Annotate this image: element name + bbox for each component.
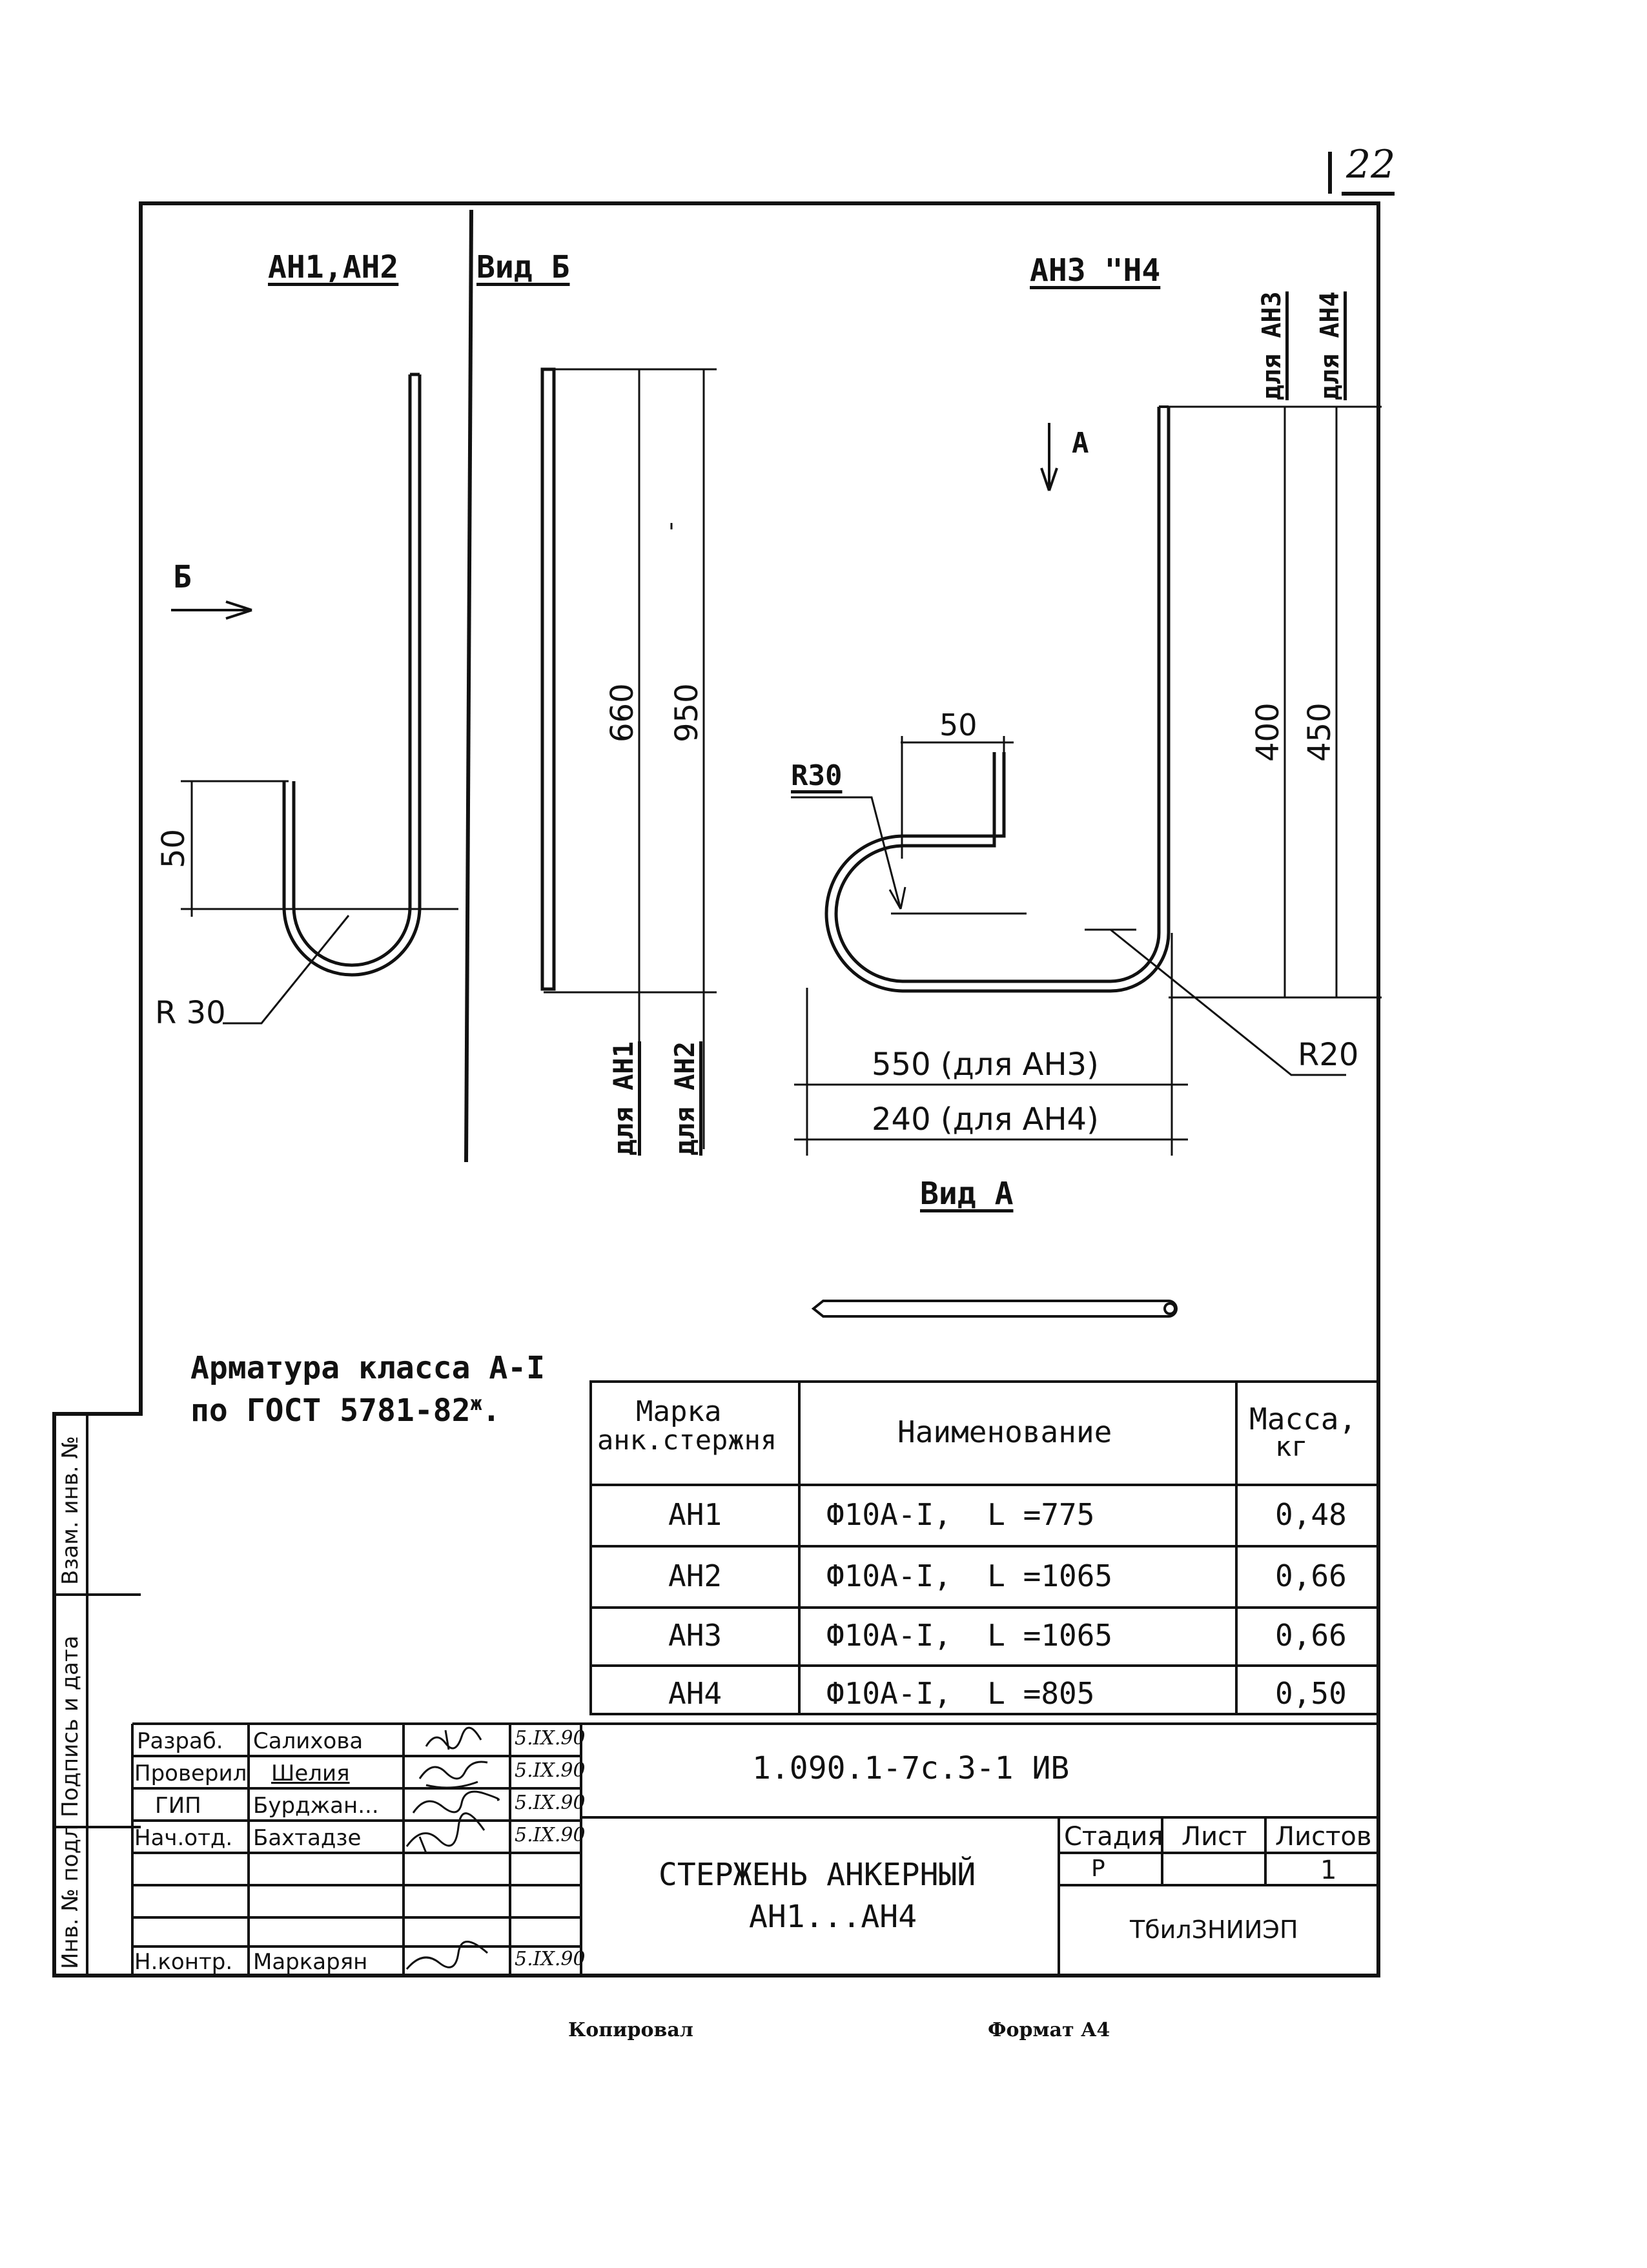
tb-role-5: Н.контр. — [134, 1949, 233, 1975]
row-3-mark: АН3 — [668, 1618, 722, 1653]
tb-date-3: 5.IX.90 — [515, 1792, 586, 1814]
tb-date-2: 5.IX.90 — [515, 1759, 586, 1782]
note-tail: . — [482, 1393, 501, 1429]
row-2-name: Ф10А-I, L =1065 — [826, 1558, 1113, 1593]
tb-sheet-label: Лист — [1182, 1822, 1247, 1852]
tb-name-1: Салихова — [253, 1728, 363, 1754]
tb-date-1: 5.IX.90 — [515, 1727, 586, 1750]
tb-date-5: 5.IX.90 — [515, 1948, 586, 1970]
dim-for-an2: для АН2 — [669, 1041, 701, 1156]
note-gost: по ГОСТ 5781-82 — [190, 1393, 471, 1429]
arrow-b-label: Б — [173, 559, 192, 595]
tb-stage-value: Р — [1091, 1855, 1105, 1882]
view-title-an1-an2: АН1,АН2 — [268, 249, 399, 285]
dim-550: 550 (для АН3) — [872, 1047, 1099, 1083]
dim-for-an1: для АН1 — [608, 1041, 639, 1156]
dim-50-left: 50 — [156, 828, 192, 868]
side-stamp-field-2: Подпись и дата — [57, 1635, 83, 1817]
dim-450: 450 — [1302, 702, 1338, 762]
header-name: Наименование — [897, 1415, 1112, 1449]
side-stamp-field-3: Инв. № подл — [57, 1824, 83, 1969]
side-stamp-field-1: Взам. инв. № — [57, 1436, 83, 1585]
arrow-a-label: А — [1072, 427, 1089, 460]
tb-organization: ТбилЗНИИЭП — [1130, 1916, 1298, 1944]
dim-for-an4: для АН4 — [1315, 291, 1345, 400]
dim-r30-left: R 30 — [155, 995, 226, 1031]
note-sup: ж — [470, 1393, 482, 1415]
dim-for-an3: для АН3 — [1257, 291, 1287, 400]
view-title-a: Вид А — [920, 1176, 1014, 1212]
row-3-name: Ф10А-I, L =1065 — [826, 1618, 1113, 1653]
rebar-an1-an2 — [282, 373, 422, 977]
row-2-mark: АН2 — [668, 1558, 722, 1593]
dim-400: 400 — [1250, 702, 1286, 762]
tb-role-4: Нач.отд. — [134, 1825, 233, 1851]
dim-50-right: 50 — [939, 708, 977, 742]
tb-name-5: Маркарян — [253, 1949, 368, 1975]
tb-title-line-1: СТЕРЖЕНЬ АНКЕРНЫЙ — [659, 1857, 976, 1893]
rebar-view-b — [540, 367, 556, 991]
rebar-an3-an4 — [824, 405, 1171, 993]
tb-designation: 1.090.1-7с.3-1 ИВ — [752, 1750, 1070, 1786]
row-3-mass: 0,66 — [1275, 1618, 1347, 1653]
tb-name-4: Бахтадзе — [253, 1825, 362, 1851]
footer-copied: Копировал — [568, 2019, 693, 2041]
tb-name-3: Бурджан... — [253, 1793, 379, 1819]
side-stamp-grid — [54, 1414, 141, 1976]
tb-role-1: Разраб. — [137, 1728, 223, 1754]
row-1-mass: 0,48 — [1275, 1497, 1347, 1532]
view-title-an3-an4: АН3 "Н4 — [1030, 252, 1161, 289]
row-4-name: Ф10А-I, L =805 — [826, 1676, 1095, 1711]
rebar-view-a — [811, 1300, 1178, 1318]
row-1-mark: АН1 — [668, 1497, 722, 1532]
view-title-b: Вид Б — [476, 249, 570, 285]
tb-title-line-2: АН1...АН4 — [749, 1899, 917, 1935]
tb-name-2: Шелия — [271, 1761, 350, 1786]
note-line-2: по ГОСТ 5781-82ж. — [190, 1393, 501, 1429]
tb-stage-label: Стадия — [1064, 1822, 1163, 1852]
view-separator — [464, 209, 473, 1163]
spec-table-grid — [589, 1380, 1380, 1715]
header-mark-2: анк.стержня — [597, 1424, 777, 1456]
note-line-1: Арматура класса А-I — [190, 1350, 546, 1386]
tb-role-3: ГИП — [155, 1793, 201, 1819]
dim-r30-right: R30 — [791, 759, 843, 792]
title-block-grid — [131, 1722, 1378, 1976]
header-mass-2: кг — [1275, 1431, 1308, 1462]
row-1-name: Ф10А-I, L =775 — [826, 1497, 1095, 1532]
signature-scribbles — [405, 1726, 500, 1970]
row-4-mass: 0,50 — [1275, 1676, 1347, 1711]
header-mass-1: Масса, — [1249, 1402, 1357, 1436]
dim-240: 240 (для АН4) — [872, 1101, 1099, 1138]
tb-date-4: 5.IX.90 — [515, 1824, 586, 1846]
tb-role-2: Проверил — [134, 1761, 247, 1786]
page-number: 22 — [1346, 142, 1396, 187]
dim-r20: R20 — [1298, 1037, 1359, 1073]
row-4-mark: АН4 — [668, 1676, 722, 1711]
header-mark-1: Марка — [636, 1395, 722, 1428]
tb-sheets-label: Листов — [1275, 1822, 1372, 1852]
tb-sheets-value: 1 — [1320, 1855, 1337, 1885]
dim-660: 660 — [604, 683, 640, 742]
frame-border — [52, 201, 1380, 1977]
dim-950: 950 — [669, 683, 705, 742]
footer-format: Формат А4 — [988, 2019, 1110, 2041]
row-2-mass: 0,66 — [1275, 1558, 1347, 1593]
